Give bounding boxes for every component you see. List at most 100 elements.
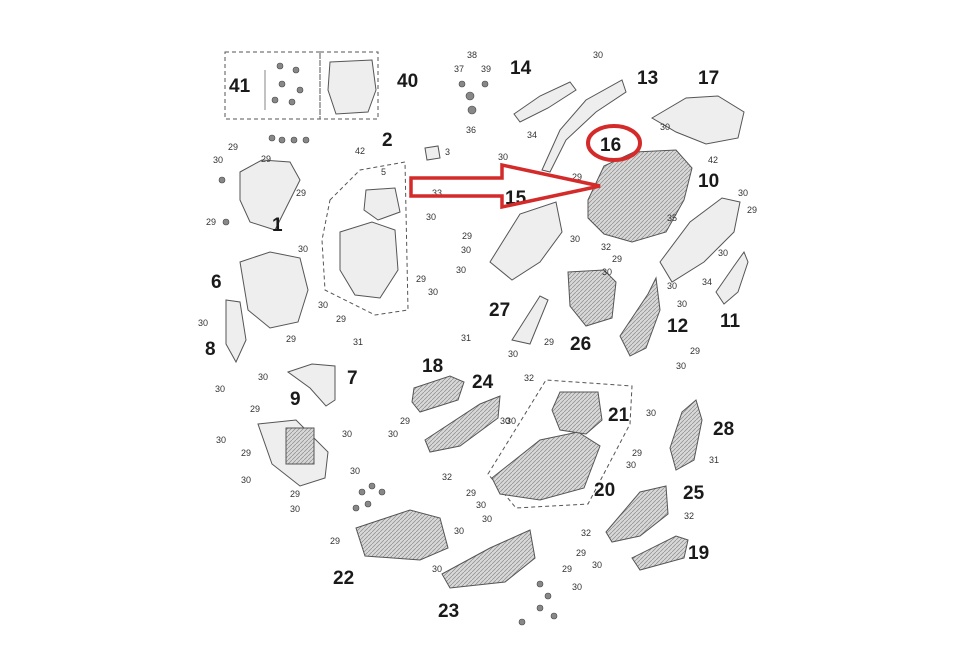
label-8-30a: 30 xyxy=(198,318,208,328)
part-22-hardware xyxy=(352,482,386,512)
label-25-32b: 32 xyxy=(581,528,591,538)
label-31-left: 31 xyxy=(353,337,363,347)
label-23-30b: 30 xyxy=(572,582,582,592)
label-25: 25 xyxy=(683,483,705,504)
rear-rail-part-13 xyxy=(541,79,627,173)
label-1-29a: 29 xyxy=(228,142,238,152)
label-42-right: 42 xyxy=(708,155,718,165)
side-panel-part-10 xyxy=(659,197,741,283)
label-6-29: 29 xyxy=(336,314,346,324)
label-10-34: 34 xyxy=(702,277,712,287)
side-trim-part-25 xyxy=(605,485,669,543)
label-17-30: 30 xyxy=(660,122,670,132)
label-8-30c: 30 xyxy=(258,372,268,382)
label-1-29b: 29 xyxy=(261,154,271,164)
kit-box-2 xyxy=(321,161,409,316)
label-9: 9 xyxy=(290,389,301,410)
label-9-30a: 30 xyxy=(216,435,226,445)
label-6-30b: 30 xyxy=(318,300,328,310)
label-20: 20 xyxy=(594,480,615,501)
label-24: 24 xyxy=(472,372,494,393)
label-42-top: 42 xyxy=(355,146,365,156)
label-28-30: 30 xyxy=(626,460,636,470)
kit-41-hardware xyxy=(264,62,304,110)
label-25-32a: 32 xyxy=(684,511,694,521)
side-cover-part-12 xyxy=(619,276,661,357)
label-27-30: 30 xyxy=(508,349,518,359)
front-upper-panel-part-1 xyxy=(239,159,301,231)
trim-strip-part-27 xyxy=(511,295,549,345)
callout-circle xyxy=(586,124,642,162)
part-23-hardware xyxy=(518,580,558,626)
label-34-top: 34 xyxy=(527,130,537,140)
label-9-29c: 29 xyxy=(290,489,300,499)
label-24-29: 29 xyxy=(400,416,410,426)
kit-box-41 xyxy=(224,51,321,120)
headlight-housing-part-2 xyxy=(339,221,399,299)
windscreen-part-40 xyxy=(327,59,377,115)
label-22-30: 30 xyxy=(350,466,360,476)
seat-base-part-16 xyxy=(587,149,693,243)
label-19-30: 30 xyxy=(592,560,602,570)
lower-front-panel-part-22 xyxy=(355,509,449,561)
tail-cover-part-17 xyxy=(651,95,745,145)
label-38: 38 xyxy=(467,50,477,60)
storage-box-part-26 xyxy=(567,269,617,327)
label-8: 8 xyxy=(205,339,216,360)
label-10: 10 xyxy=(698,171,719,192)
label-41: 41 xyxy=(229,76,251,97)
label-29-mid: 29 xyxy=(572,172,582,182)
footrest-mat-part-18 xyxy=(411,375,465,413)
clip-part-3 xyxy=(424,145,441,161)
label-26-30b: 30 xyxy=(602,267,612,277)
label-40: 40 xyxy=(397,71,418,92)
label-13: 13 xyxy=(637,68,658,89)
label-23: 23 xyxy=(438,601,459,622)
kit-box-40 xyxy=(319,51,379,120)
label-19-29: 29 xyxy=(576,548,586,558)
bracket-part-4 xyxy=(363,187,401,221)
label-26-29: 29 xyxy=(612,254,622,264)
label-17: 17 xyxy=(698,68,719,89)
label-21: 21 xyxy=(608,405,630,426)
floorboard-part-20 xyxy=(491,431,601,501)
label-13-30: 30 xyxy=(593,50,603,60)
label-24-30a: 30 xyxy=(388,429,398,439)
label-28-29: 29 xyxy=(632,448,642,458)
label-8-30b: 30 xyxy=(215,384,225,394)
label-12-30c: 30 xyxy=(676,361,686,371)
label-22-29: 29 xyxy=(330,536,340,546)
label-8-29: 29 xyxy=(286,334,296,344)
side-trim-part-8 xyxy=(225,299,247,364)
label-12-30a: 30 xyxy=(667,281,677,291)
label-1: 1 xyxy=(272,215,283,236)
label-7: 7 xyxy=(347,368,358,389)
label-6: 6 xyxy=(211,272,222,293)
label-5: 5 xyxy=(381,167,386,177)
label-22: 22 xyxy=(333,568,354,589)
trim-part-11 xyxy=(715,250,749,305)
label-15-30c: 30 xyxy=(426,212,436,222)
label-33: 33 xyxy=(432,188,442,198)
label-11: 11 xyxy=(720,311,741,332)
label-27-29: 29 xyxy=(544,337,554,347)
label-37: 37 xyxy=(454,64,464,74)
label-26-32: 32 xyxy=(601,242,611,252)
label-36: 36 xyxy=(466,125,476,135)
label-15-30a: 30 xyxy=(461,245,471,255)
label-1-29c: 29 xyxy=(206,217,216,227)
grille-mesh xyxy=(285,427,315,465)
label-23-30a: 30 xyxy=(432,564,442,574)
label-12-29: 29 xyxy=(690,346,700,356)
label-26: 26 xyxy=(570,334,591,355)
label-20-30c: 30 xyxy=(482,514,492,524)
label-1-30a: 30 xyxy=(213,155,223,165)
label-10-29: 29 xyxy=(747,205,757,215)
label-2-30: 30 xyxy=(428,287,438,297)
label-9-29a: 29 xyxy=(250,404,260,414)
tunnel-cover-part-21 xyxy=(551,391,603,435)
label-9-29b: 29 xyxy=(241,448,251,458)
label-15-29: 29 xyxy=(462,231,472,241)
label-12-30b: 30 xyxy=(677,299,687,309)
label-19: 19 xyxy=(688,543,709,564)
